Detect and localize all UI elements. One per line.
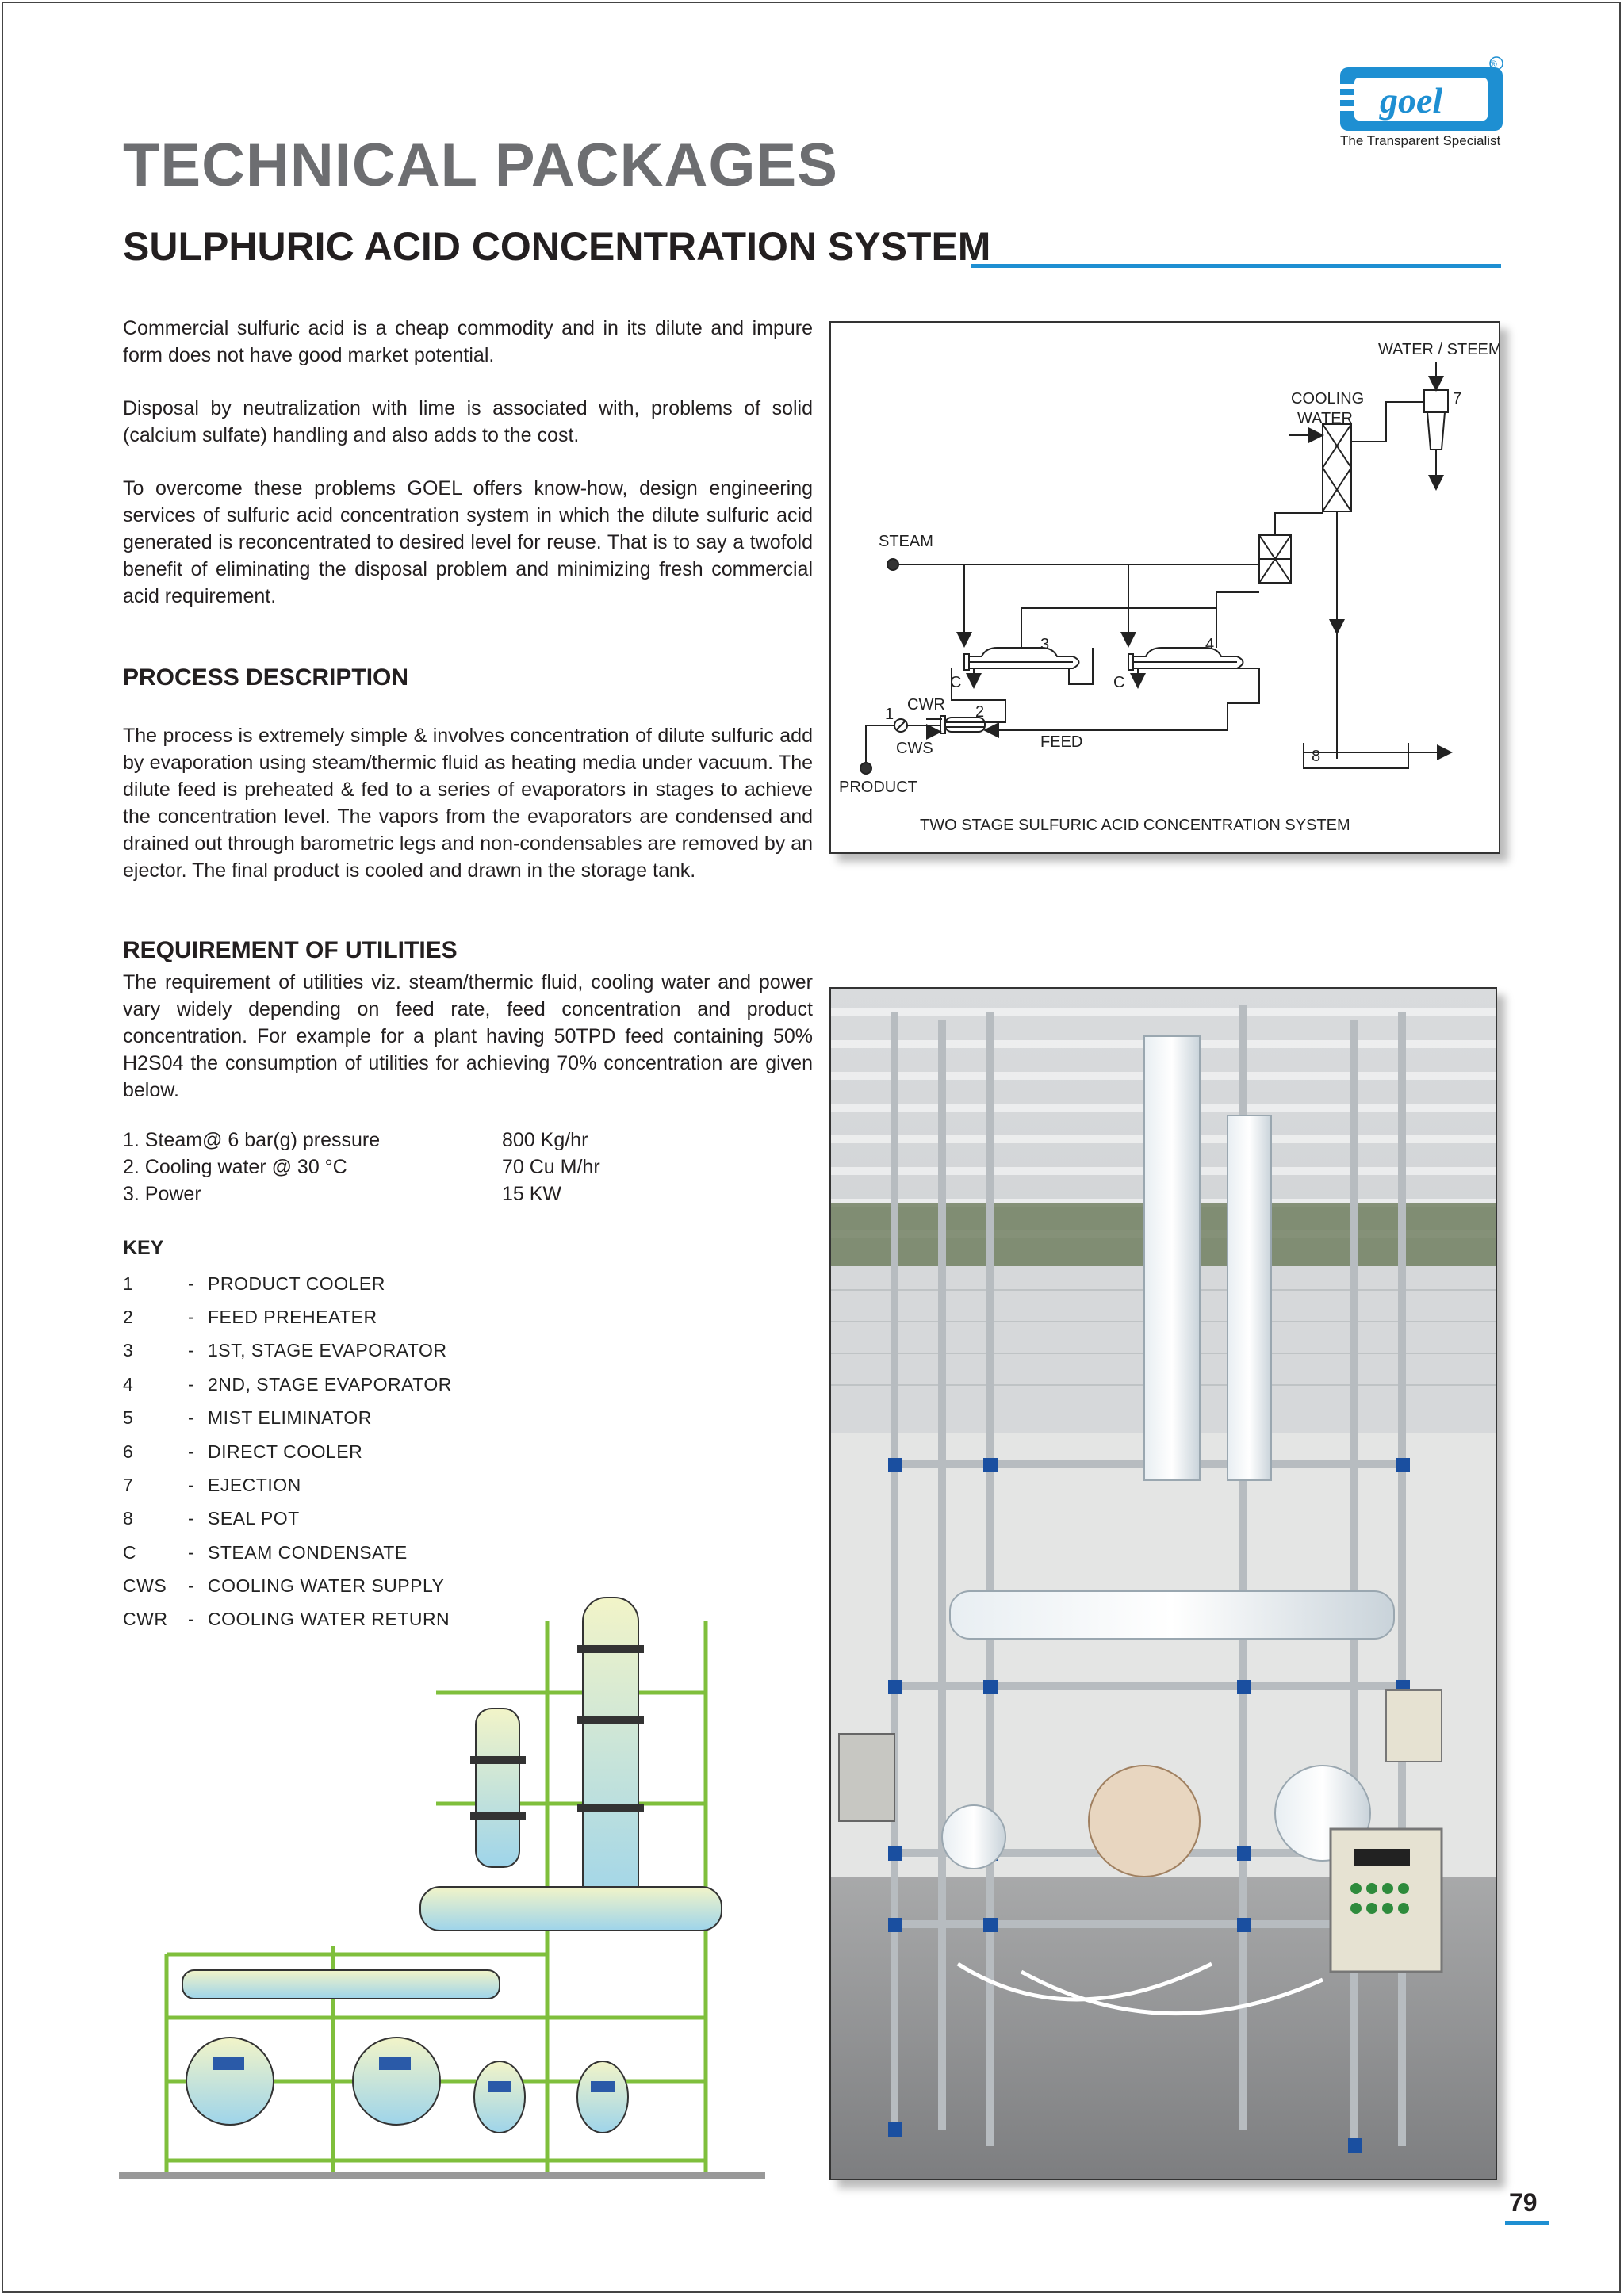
key-dash: - [188,1575,195,1596]
key-dash: - [188,1609,195,1629]
process-text: The process is extremely simple & involv… [123,725,813,882]
title-underline [971,264,1501,268]
key-text: EJECTION [208,1475,301,1495]
key-text: STEAM CONDENSATE [208,1542,408,1563]
utility-label: 2. Cooling water @ 30 °C [123,1156,347,1178]
key-text: FEED PREHEATER [208,1307,377,1327]
utility-value: 70 Cu M/hr [502,1156,600,1178]
label-cwr: CWR [907,696,945,714]
key-text: COOLING WATER RETURN [208,1609,450,1629]
label-steam: STEAM [879,533,933,550]
label-product: PRODUCT [839,779,917,796]
intro-paragraph-1: Commercial sulfuric acid is a cheap comm… [123,317,813,366]
key-dash: - [188,1475,195,1495]
key-dash: - [188,1441,195,1462]
intro-paragraph-2: Disposal by neutralization with lime is … [123,397,813,446]
key-text: 2ND, STAGE EVAPORATOR [208,1374,452,1395]
utility-value: 15 KW [502,1183,562,1205]
key-text: 1ST, STAGE EVAPORATOR [208,1340,447,1360]
key-code: CWR [123,1609,168,1629]
utility-label: 1. Steam@ 6 bar(g) pressure [123,1129,381,1151]
key-text: COOLING WATER SUPPLY [208,1575,445,1596]
key-code: 6 [123,1441,134,1462]
logo-brand: goel [1379,80,1442,121]
plant-photo [829,987,1497,2180]
key-code: 7 [123,1475,134,1495]
key-text: PRODUCT COOLER [208,1273,385,1294]
section-title: SULPHURIC ACID CONCENTRATION SYSTEM [123,224,991,269]
page-number-underline [1505,2221,1549,2225]
utilities-text: The requirement of utilities viz. steam/… [123,971,813,1101]
label-c2: C [1113,674,1124,691]
label-water: WATER [1297,410,1353,427]
key-text: SEAL POT [208,1508,300,1529]
key-code: CWS [123,1575,167,1596]
label-water-steem: WATER / STEEM [1378,341,1499,358]
key-dash: - [188,1407,195,1428]
label-feed: FEED [1040,733,1082,751]
key-dash: - [188,1307,195,1327]
label-c1: C [950,674,961,691]
logo-tagline: The Transparent Specialist [1340,133,1501,148]
key-code: 8 [123,1508,134,1529]
key-code: 5 [123,1407,134,1428]
process-flow-diagram: WATER / STEEM COOLING WATER STEAM CWR CW… [829,321,1502,854]
registered-mark: ® [1490,59,1497,70]
utilities-heading: REQUIREMENT OF UTILITIES [123,937,458,963]
key-text: MIST ELIMINATOR [208,1407,372,1428]
utility-value: 800 Kg/hr [502,1129,588,1151]
key-title: KEY [123,1237,164,1259]
label-cooling: COOLING [1291,390,1364,408]
diagram-caption: TWO STAGE SULFURIC ACID CONCENTRATION SY… [920,817,1350,834]
key-code: C [123,1542,137,1563]
label-8: 8 [1312,748,1320,765]
goel-logo: goel ® [1340,56,1503,131]
key-dash: - [188,1374,195,1395]
key-text: DIRECT COOLER [208,1441,363,1462]
key-code: 4 [123,1374,134,1395]
intro-paragraph-3: To overcome these problems GOEL offers k… [123,477,813,607]
page-title: TECHNICAL PACKAGES [123,132,838,199]
page-number: 79 [1509,2188,1538,2217]
key-dash: - [188,1273,195,1294]
key-code: 3 [123,1340,134,1360]
label-1: 1 [885,706,894,723]
equipment-3d-drawing [119,1597,765,2179]
utility-label: 3. Power [123,1183,201,1205]
key-dash: - [188,1508,195,1529]
process-heading: PROCESS DESCRIPTION [123,664,409,691]
label-7: 7 [1453,390,1461,408]
key-dash: - [188,1340,195,1360]
key-code: 1 [123,1273,134,1294]
label-3: 3 [1040,636,1049,653]
key-code: 2 [123,1307,134,1327]
label-4: 4 [1205,636,1214,653]
label-2: 2 [975,703,984,721]
label-cws: CWS [896,740,933,757]
key-dash: - [188,1542,195,1563]
